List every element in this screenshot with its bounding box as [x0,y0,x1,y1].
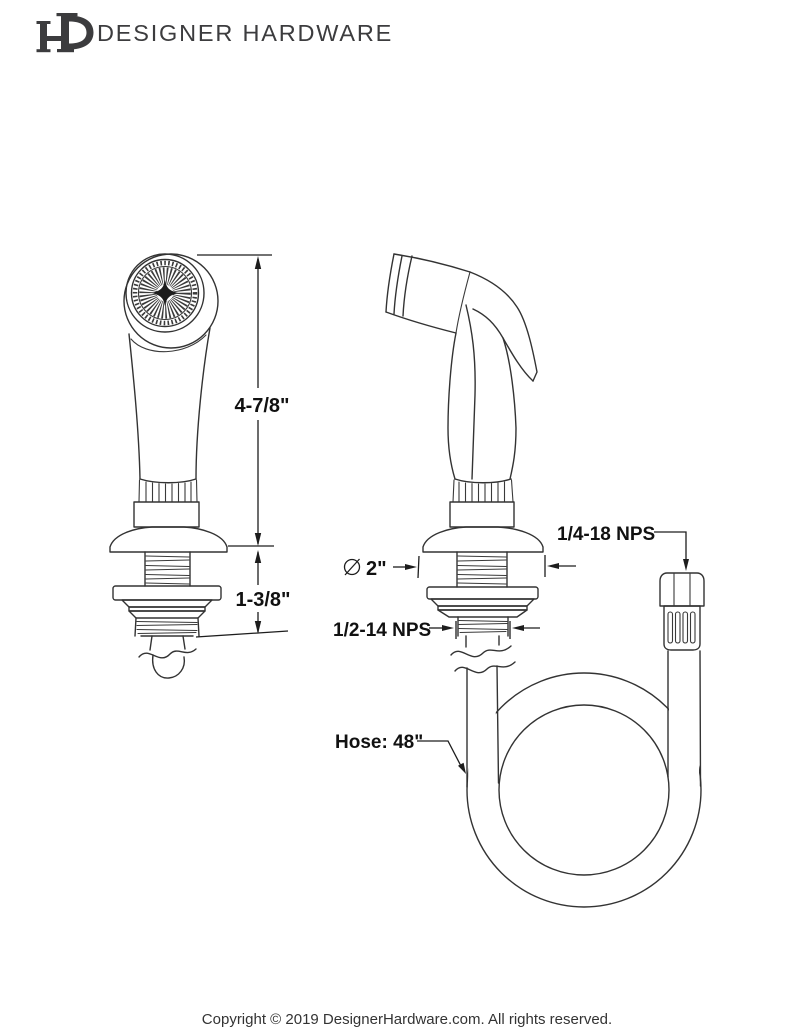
height-dim-label: 4-7/8" [234,395,289,417]
copyright-text: Copyright © 2019 DesignerHardware.com. A… [202,1011,612,1028]
dimension-shank-length: 1-3/8" [195,550,291,638]
side-view-drawing: 2" 1/2-14 NPS 1/4-18 NPS Hose: 48" [333,253,705,908]
shank-thread-label: 1/2-14 NPS [333,620,431,641]
dimension-overall-height: 4-7/8" [197,254,290,547]
sprayer-head-side [385,253,544,648]
hose-end-hex-nut [659,572,705,651]
callout-hose-nut-thread: 1/4-18 NPS [557,524,689,571]
diameter-dim-label: 2" [366,558,387,580]
brand-title: DESIGNER HARDWARE [97,20,393,46]
front-view-drawing: 4-7/8" 1-3/8" [109,253,291,679]
dimension-escutcheon-diameter: 2" [343,555,576,580]
diameter-symbol-icon [343,558,361,576]
callout-hose-length: Hose: 48" [335,732,466,774]
brand-header: DESIGNER HARDWARE [36,13,393,53]
hose-length-label: Hose: 48" [335,732,423,753]
hose-break-symbol-front [138,635,197,679]
hd-monogram-icon [36,13,94,53]
hose-nut-thread-label: 1/4-18 NPS [557,524,655,545]
sprayer-nozzle-face [123,253,219,349]
nozzle-center-star [152,280,178,306]
shank-dim-label: 1-3/8" [235,589,290,611]
hose-loop [450,645,702,908]
dimension-shank-thread: 1/2-14 NPS [333,620,540,641]
sprayer-body-front [109,327,228,679]
hose-break-symbol-side [450,645,516,674]
